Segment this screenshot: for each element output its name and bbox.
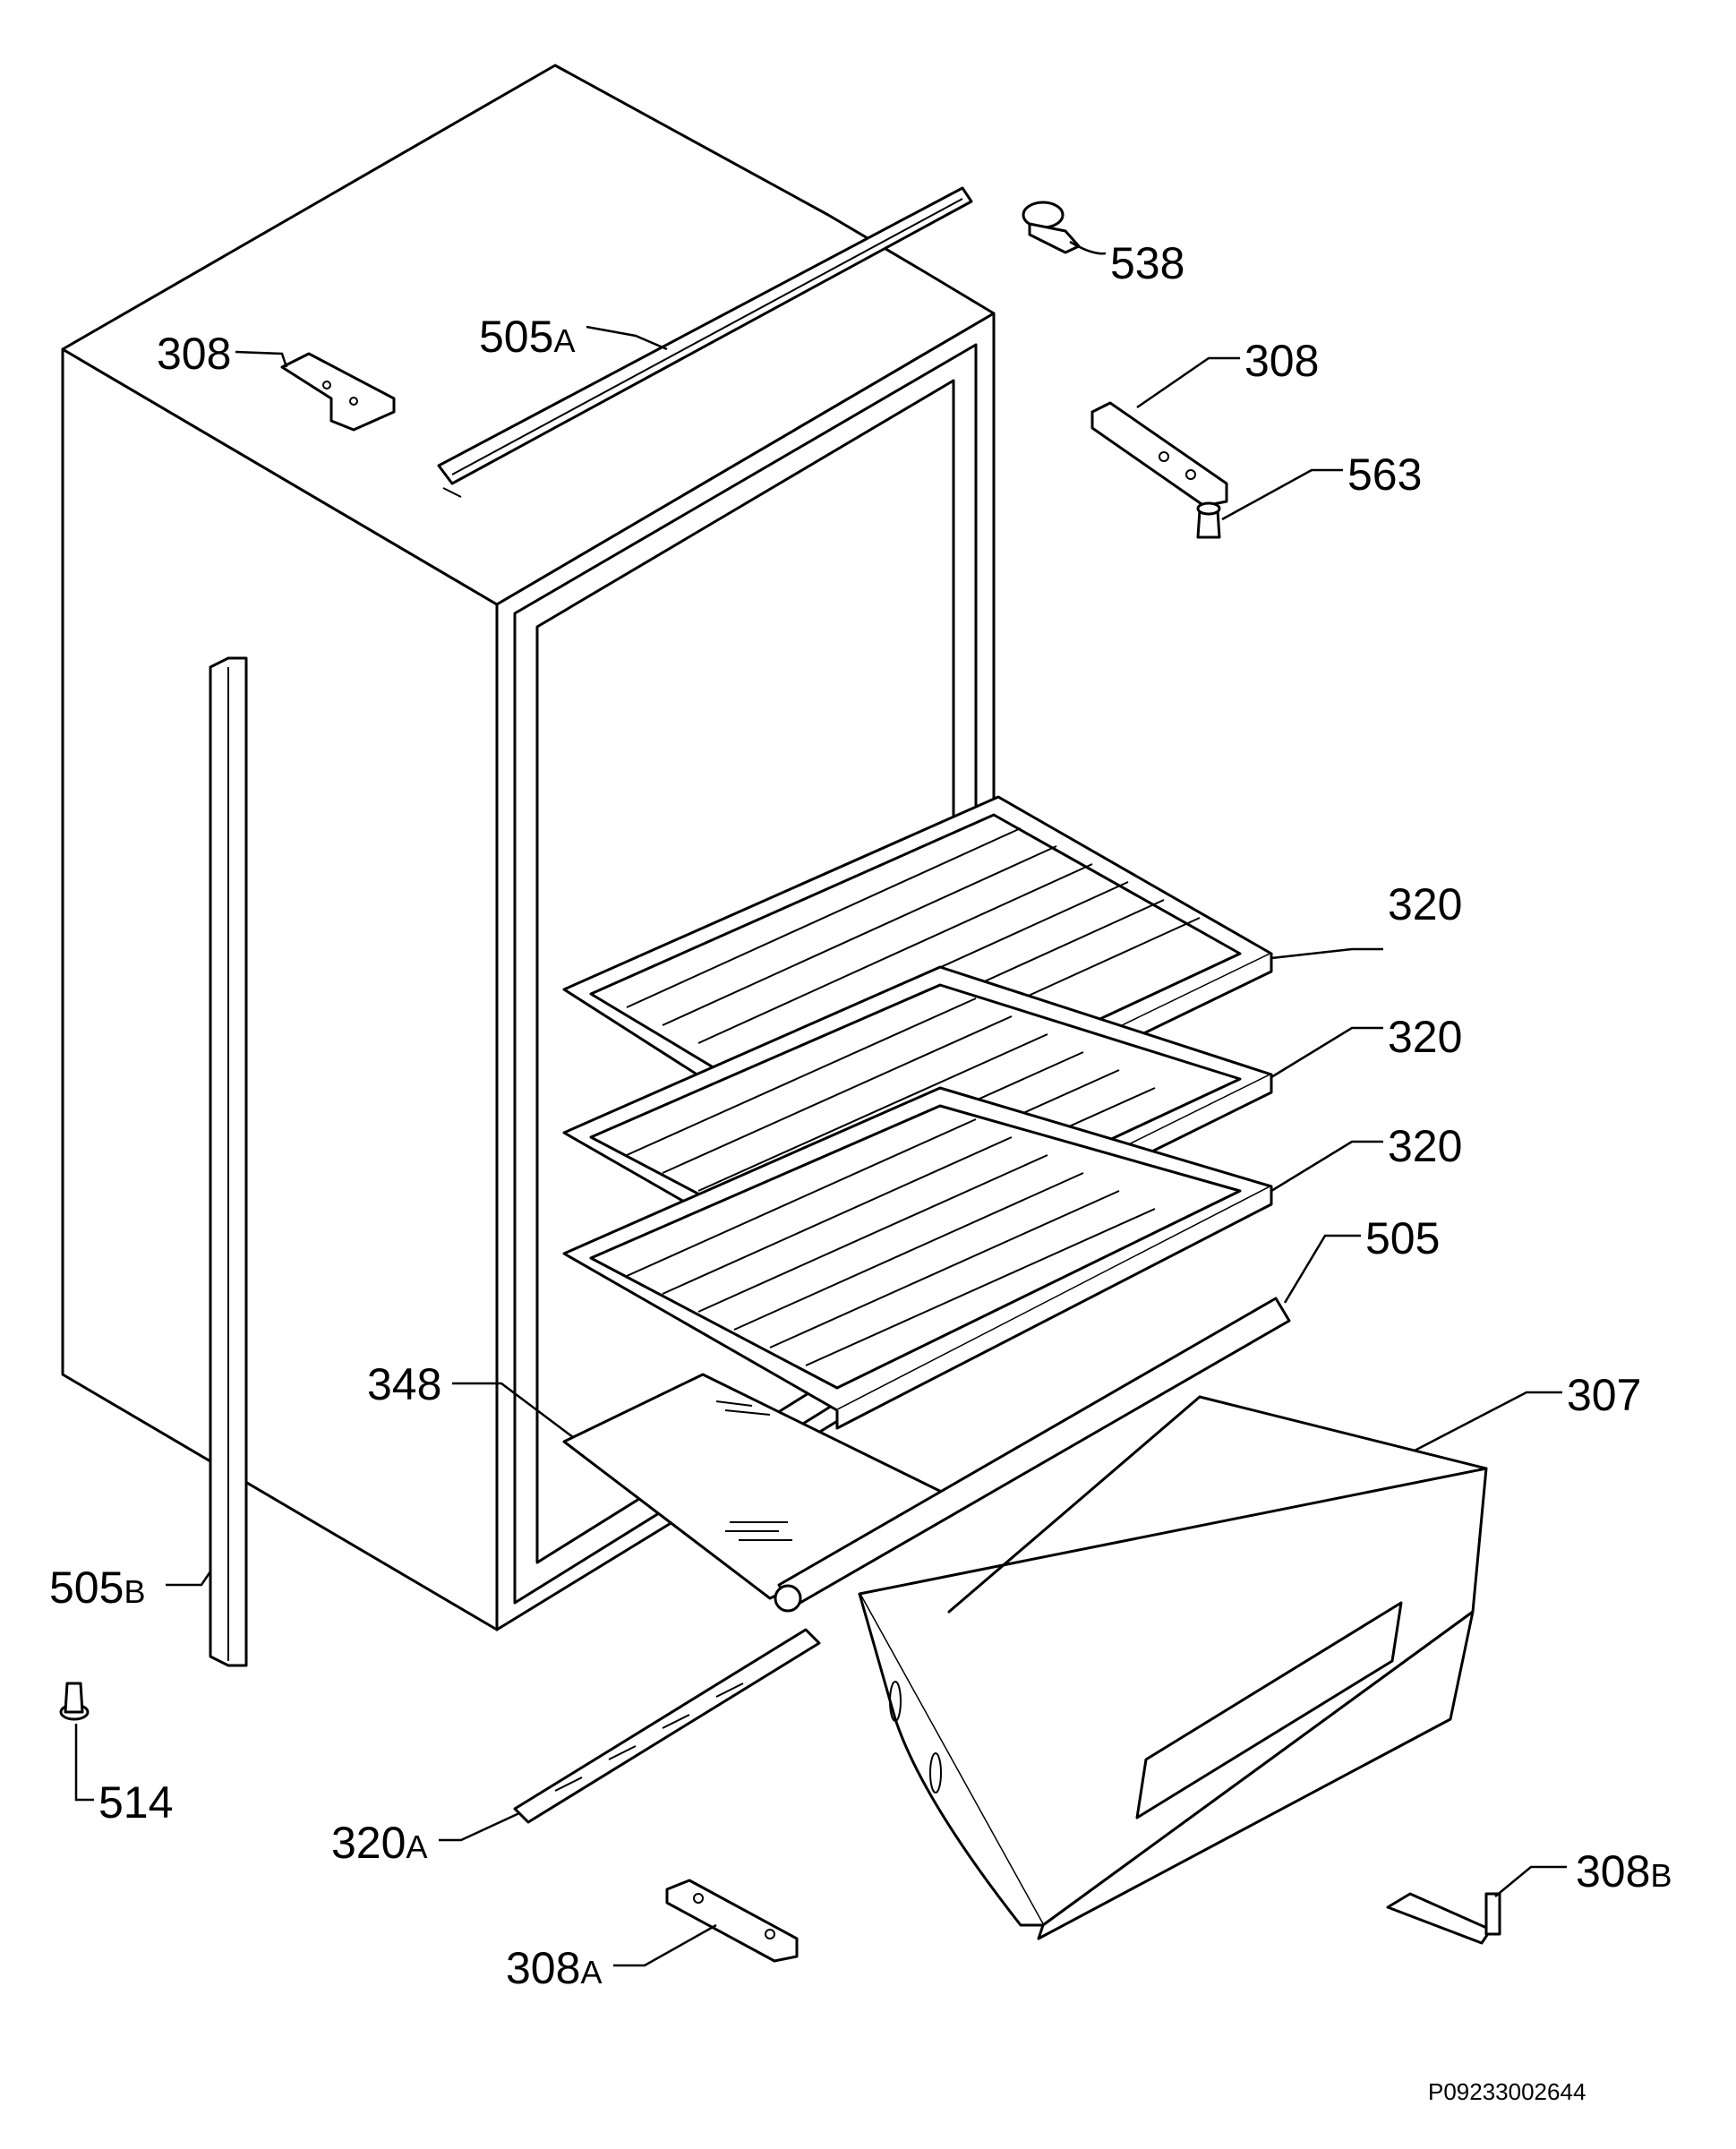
label-348: 348	[367, 1359, 441, 1409]
leader-348	[452, 1382, 574, 1438]
leader-307	[1414, 1391, 1562, 1452]
label-308-top-left: 308	[157, 329, 231, 379]
leader-320a	[439, 1811, 520, 1842]
label-308b: 308B	[1576, 1846, 1672, 1896]
label-563: 563	[1347, 449, 1422, 500]
part-320a-rail	[513, 1628, 821, 1824]
leader-308-top-left	[235, 350, 288, 368]
part-514-foot	[59, 1682, 90, 1721]
leader-308a	[613, 1923, 717, 1967]
leader-514	[74, 1724, 94, 1802]
part-505a-top-rail	[437, 186, 973, 498]
part-320-shelf-bottom	[562, 1086, 1273, 1430]
leader-320-3	[1270, 1140, 1383, 1193]
leader-320-2	[1270, 1026, 1383, 1079]
part-308a-hinge-bottom	[665, 1879, 799, 1963]
part-505-bottom-rail	[774, 1297, 1291, 1613]
leader-308-top-right	[1136, 356, 1240, 409]
label-308-top-right: 308	[1244, 336, 1319, 386]
leader-lines	[74, 240, 1567, 1967]
label-505: 505	[1365, 1213, 1440, 1263]
leader-308b	[1494, 1865, 1567, 1897]
label-320a: 320A	[331, 1818, 427, 1868]
label-307: 307	[1567, 1370, 1641, 1420]
part-308-hinge-top-right	[1090, 401, 1228, 508]
label-514: 514	[98, 1777, 173, 1828]
label-320-1: 320	[1388, 879, 1462, 929]
part-538-cap	[1022, 201, 1081, 254]
label-308a: 308A	[506, 1943, 602, 1993]
label-320-2: 320	[1388, 1012, 1462, 1062]
leader-505a	[586, 325, 668, 351]
part-labels: 538 505A 308 308 563 320 320 320 505 348…	[49, 238, 1672, 1993]
label-505b: 505B	[49, 1563, 145, 1613]
leader-505b	[166, 1571, 212, 1587]
label-538: 538	[1110, 238, 1184, 288]
label-505a: 505A	[479, 312, 575, 362]
leader-538	[1069, 240, 1107, 255]
leader-320-1	[1270, 947, 1383, 960]
part-308b-hinge-bottom-right	[1386, 1892, 1501, 1945]
reference-code: P09233002644	[1428, 2078, 1586, 2105]
leader-563	[1221, 468, 1343, 521]
label-320-3: 320	[1388, 1121, 1462, 1171]
part-563-screw	[1196, 501, 1221, 539]
part-308-hinge-top-left	[280, 352, 396, 432]
leader-505	[1283, 1234, 1361, 1304]
part-307-drawer	[858, 1395, 1488, 1940]
part-505b-vertical-strip	[209, 656, 248, 1667]
